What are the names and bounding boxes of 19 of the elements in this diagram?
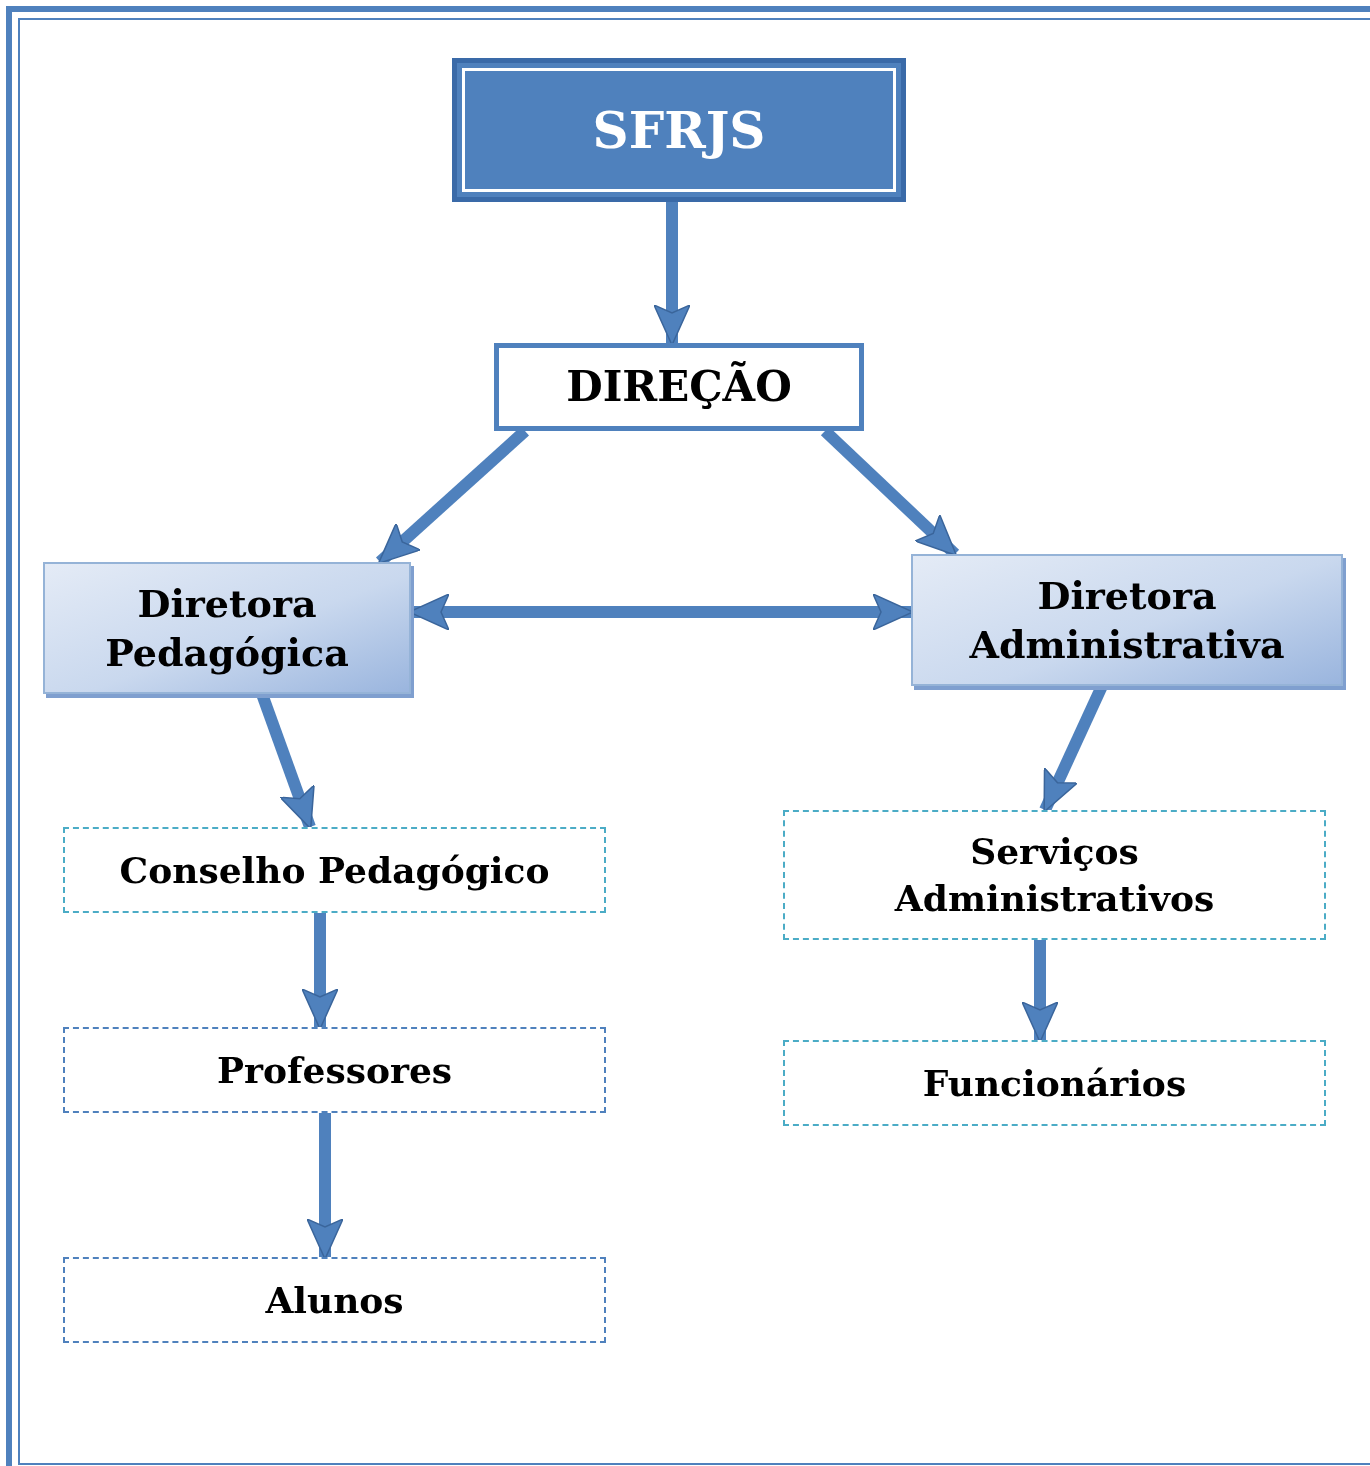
- org-box: [783, 1040, 1326, 1126]
- box-label: Conselho Pedagógico: [119, 847, 550, 893]
- box-label: DIREÇÃO: [566, 360, 792, 413]
- box-label: Serviços Administrativos: [893, 829, 1216, 921]
- org-box: [494, 343, 864, 431]
- box-label: Funcionários: [922, 1060, 1187, 1106]
- arrow: [301, 913, 339, 1030]
- box-label: Alunos: [265, 1277, 404, 1323]
- org-box: [63, 827, 606, 913]
- box-label: Professores: [216, 1047, 453, 1093]
- box-label: Diretora Administrativa: [968, 571, 1286, 669]
- org-box: [63, 1027, 606, 1113]
- box-label: SFRJS: [592, 99, 766, 162]
- org-box: [783, 810, 1326, 940]
- arrow: [306, 1113, 344, 1260]
- arrow: [1021, 940, 1059, 1043]
- box-label: Diretora Pedagógica: [104, 579, 350, 677]
- org-box: [63, 1257, 606, 1343]
- org-box: [452, 58, 906, 202]
